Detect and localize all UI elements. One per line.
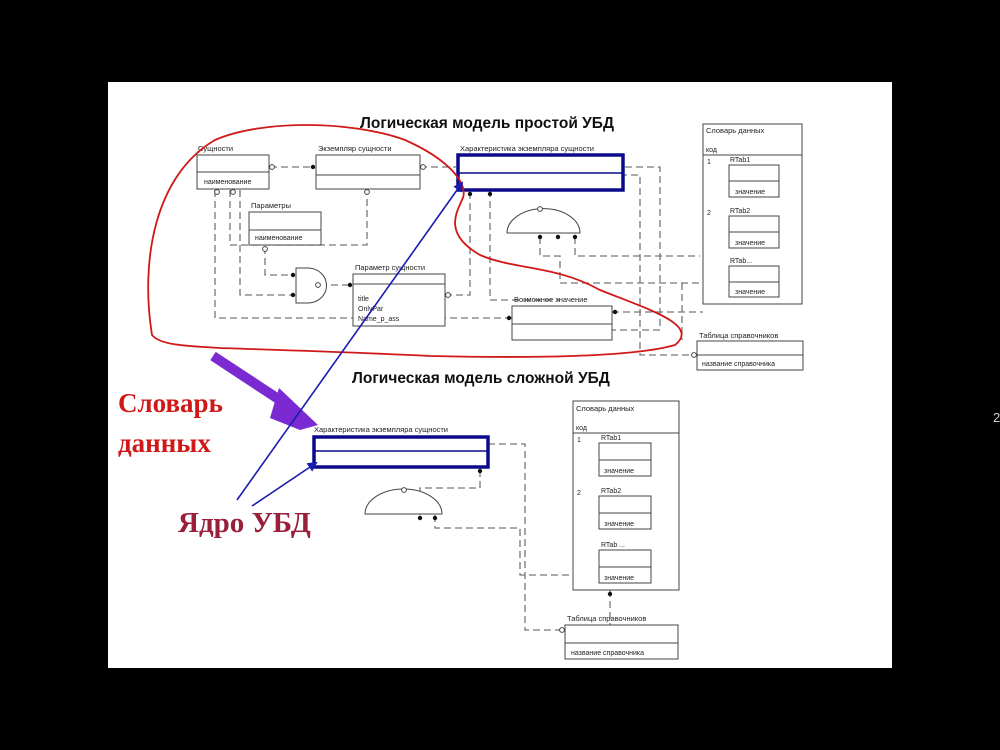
dictionary-row-value: значение xyxy=(735,240,765,247)
dictionary-title: Словарь данных xyxy=(576,404,635,413)
edge-mark: 2 xyxy=(993,410,1000,425)
entity-tablica-simple[interactable]: Таблица справочников название справочник… xyxy=(691,331,804,371)
entity-attribute: наименование xyxy=(255,235,302,242)
entity-attribute: OnlyPar xyxy=(358,306,384,313)
dictionary-row-number: 2 xyxy=(707,210,711,217)
entity-title: Характеристика экземпляра сущности xyxy=(314,425,448,434)
entity-title: Таблица справочников xyxy=(699,331,778,340)
entity-title: Параметр сущности xyxy=(355,263,425,272)
dictionary-row-value: значение xyxy=(604,575,634,582)
dictionary-row-name: RTab2 xyxy=(601,488,621,495)
purple-arrow xyxy=(210,351,318,430)
dictionary-key: код xyxy=(706,147,717,154)
entity-suschnosti[interactable]: Сущности наименование xyxy=(196,144,275,195)
entity-attribute: наименование xyxy=(204,179,251,186)
entity-harakteristika-simple[interactable]: Характеристика экземпляра сущности xyxy=(456,144,625,197)
entity-parametry[interactable]: Параметры наименование xyxy=(248,201,322,252)
dictionary-highlight-outline xyxy=(147,124,683,358)
entity-title: Сущности xyxy=(198,144,233,153)
dictionary-row-value: значение xyxy=(735,189,765,196)
dictionary-row-value: значение xyxy=(735,289,765,296)
dictionary-row-name: RTab ... xyxy=(601,542,625,549)
entity-attribute: Name_p_ass xyxy=(358,316,400,323)
dictionary-row-value: значение xyxy=(604,468,634,475)
core-callout: Ядро УБД xyxy=(178,507,311,539)
dictionary-row-value: значение xyxy=(604,521,634,528)
entity-title: Таблица справочников xyxy=(567,614,646,623)
entity-tablica-complex[interactable]: Таблица справочников название справочник… xyxy=(559,614,679,660)
dictionary-row-name: RTab1 xyxy=(601,435,621,442)
dictionary-row-number: 2 xyxy=(577,490,581,497)
complex-model-title: Логическая модель сложной УБД xyxy=(352,370,610,387)
dictionary-simple[interactable]: Словарь данных код 1 RTab1 значение 2 RT… xyxy=(702,123,803,305)
entity-attribute: title xyxy=(358,296,369,303)
entity-title: Возможное значение xyxy=(514,295,588,304)
dictionary-key: код xyxy=(576,425,587,432)
entity-title: Характеристика экземпляра сущности xyxy=(460,144,594,153)
dictionary-callout-line1: Словарь xyxy=(118,388,223,418)
dictionary-row-number: 1 xyxy=(707,159,711,166)
entity-harakteristika-complex[interactable]: Характеристика экземпляра сущности xyxy=(312,425,490,474)
entity-attribute: название справочника xyxy=(571,650,644,657)
entity-vozmozhnoe[interactable]: Возможное значение xyxy=(506,295,618,341)
dictionary-row-number: 1 xyxy=(577,437,581,444)
dictionary-complex[interactable]: Словарь данных код 1 RTab1 значение 2 RT… xyxy=(572,400,680,597)
subtype-symbol-complex xyxy=(364,487,443,521)
entity-title: Параметры xyxy=(251,201,291,210)
simple-model-relationships xyxy=(214,166,703,356)
simple-model-title: Логическая модель простой УБД xyxy=(360,115,614,132)
entity-title: Экземпляр сущности xyxy=(318,144,392,153)
dictionary-row-name: RTab2 xyxy=(730,208,750,215)
core-arrow-to-complex xyxy=(251,461,318,507)
core-arrow-to-simple xyxy=(236,181,464,501)
subtype-symbol xyxy=(506,206,581,240)
dictionary-row-name: RTab... xyxy=(730,258,752,265)
dictionary-title: Словарь данных xyxy=(706,126,765,135)
dictionary-row-name: RTab1 xyxy=(730,157,750,164)
entity-attribute: название справочника xyxy=(702,361,775,368)
dictionary-callout-line2: данных xyxy=(118,428,211,458)
entity-parametr-suschnosti[interactable]: Параметр сущности title OnlyPar Name_p_a… xyxy=(347,263,451,327)
generalization-symbol xyxy=(290,267,327,304)
entity-ekzemplyar[interactable]: Экземпляр сущности xyxy=(310,144,426,195)
